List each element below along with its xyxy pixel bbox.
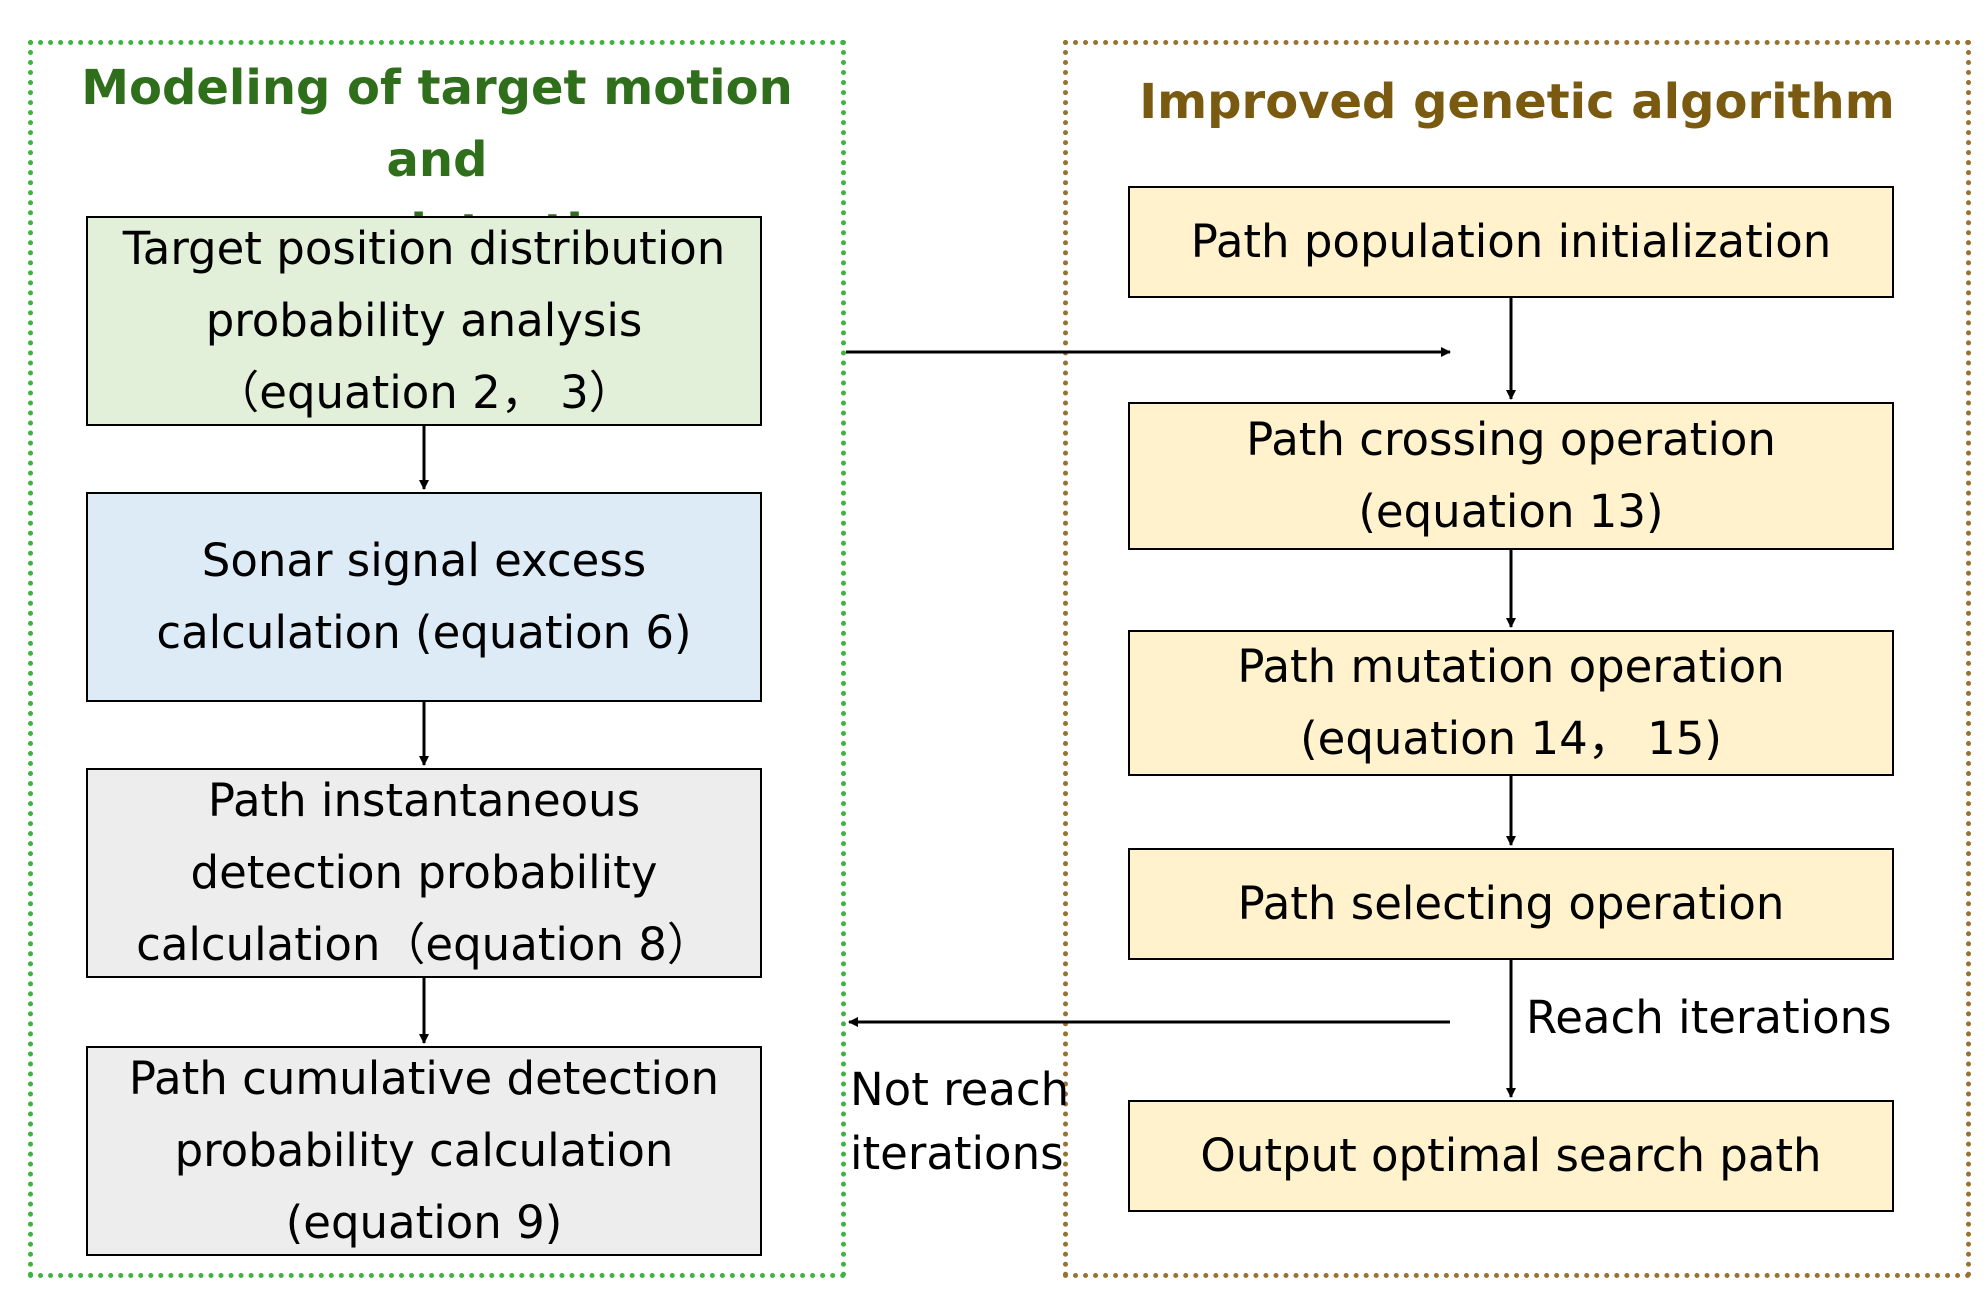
path-population-initialization-box: Path population initialization xyxy=(1128,186,1894,298)
sonar-signal-excess-box: Sonar signal excess calculation (equatio… xyxy=(86,492,762,702)
path-population-initialization-label: Path population initialization xyxy=(1190,215,1832,268)
left-panel-title: Modeling of target motion and sonar dete… xyxy=(81,60,793,260)
path-crossing-operation-label: Path crossing operation (equation 13) xyxy=(1246,413,1776,538)
reach-iterations-label: Reach iterations xyxy=(1526,991,1892,1044)
path-instantaneous-detection-box: Path instantaneous detection probability… xyxy=(86,768,762,978)
right-panel-title: Improved genetic algorithm xyxy=(1139,74,1895,130)
not-reach-iterations-label: Not reach iterations xyxy=(850,1063,1070,1180)
target-motion-sonar-detection-panel xyxy=(28,40,846,1278)
improved-genetic-algorithm-panel xyxy=(1063,40,1971,1278)
sonar-signal-excess-label: Sonar signal excess calculation (equatio… xyxy=(156,534,692,659)
path-mutation-operation-label: Path mutation operation (equation 14， 15… xyxy=(1237,640,1785,765)
path-selecting-operation-box: Path selecting operation xyxy=(1128,848,1894,960)
target-position-distribution-label: Target position distribution probability… xyxy=(122,222,726,419)
path-selecting-operation-label: Path selecting operation xyxy=(1237,877,1785,930)
path-mutation-operation-box: Path mutation operation (equation 14， 15… xyxy=(1128,630,1894,776)
output-optimal-search-path-label: Output optimal search path xyxy=(1200,1129,1822,1182)
path-crossing-operation-box: Path crossing operation (equation 13) xyxy=(1128,402,1894,550)
path-instantaneous-detection-label: Path instantaneous detection probability… xyxy=(136,774,712,971)
path-cumulative-detection-label: Path cumulative detection probability ca… xyxy=(128,1052,720,1249)
output-optimal-search-path-box: Output optimal search path xyxy=(1128,1100,1894,1212)
target-position-distribution-box: Target position distribution probability… xyxy=(86,216,762,426)
path-cumulative-detection-box: Path cumulative detection probability ca… xyxy=(86,1046,762,1256)
